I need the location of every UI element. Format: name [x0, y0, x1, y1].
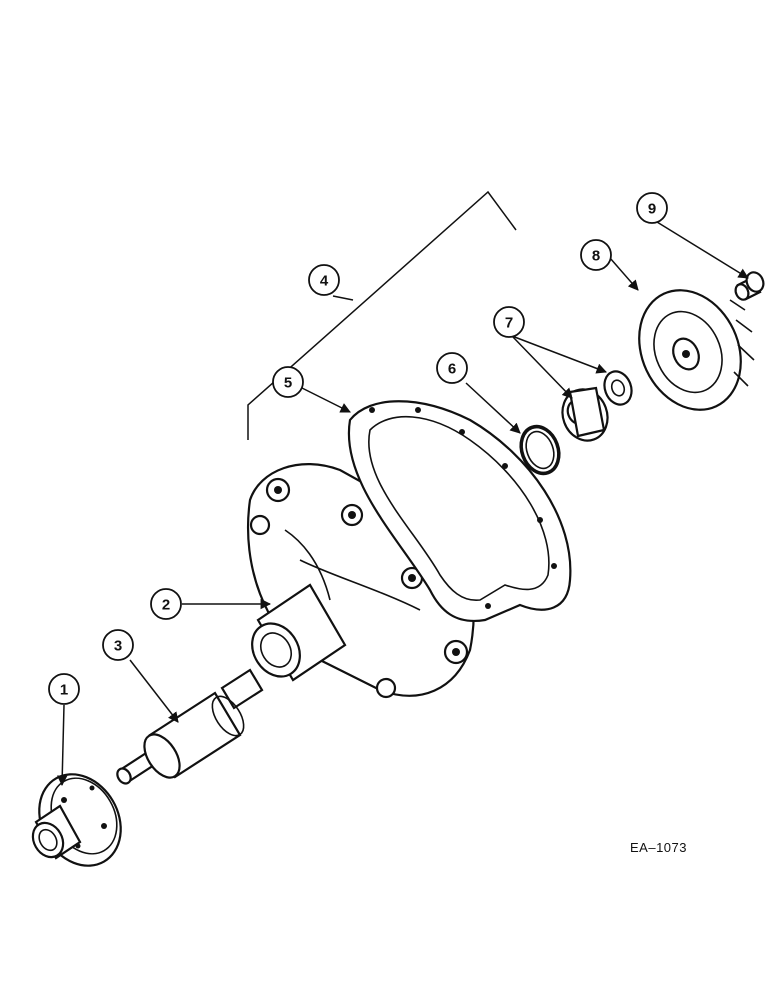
callout-1: 1 [48, 673, 80, 705]
part-9-bolt [734, 271, 765, 301]
part-5-gasket [347, 400, 572, 623]
callout-6-label: 6 [448, 361, 456, 378]
callout-5: 5 [272, 366, 304, 398]
callout-3: 3 [102, 629, 134, 661]
callout-4: 4 [308, 264, 340, 296]
callout-8: 8 [580, 239, 612, 271]
callout-9-label: 9 [648, 201, 656, 218]
leader-8 [609, 257, 639, 291]
leader-6 [465, 382, 521, 434]
leader-9 [656, 221, 749, 279]
part-8-impeller [638, 289, 755, 411]
leader-1 [56, 704, 68, 787]
part-1-pulley-hub [31, 773, 122, 867]
callout-7: 7 [493, 306, 525, 338]
part-3-shaft-bearing [116, 668, 264, 785]
callout-9: 9 [636, 192, 668, 224]
part-6-o-ring [519, 424, 561, 476]
callout-8-label: 8 [592, 248, 600, 265]
callout-6: 6 [436, 352, 468, 384]
leader-7b [511, 335, 607, 374]
leader-7a [511, 335, 573, 399]
leader-5 [301, 387, 351, 413]
callout-4-label: 4 [320, 273, 329, 290]
leader-4 [332, 295, 354, 301]
callout-2: 2 [150, 588, 182, 620]
callout-5-label: 5 [284, 375, 292, 392]
callout-3-label: 3 [114, 638, 122, 655]
part-7-seal [561, 370, 633, 442]
callout-2-label: 2 [162, 597, 170, 614]
reference-code: EA–1073 [630, 840, 687, 855]
callout-1-label: 1 [60, 682, 68, 699]
assembly-bracket [247, 190, 517, 440]
callout-7-label: 7 [505, 315, 513, 332]
leader-3 [129, 659, 179, 723]
